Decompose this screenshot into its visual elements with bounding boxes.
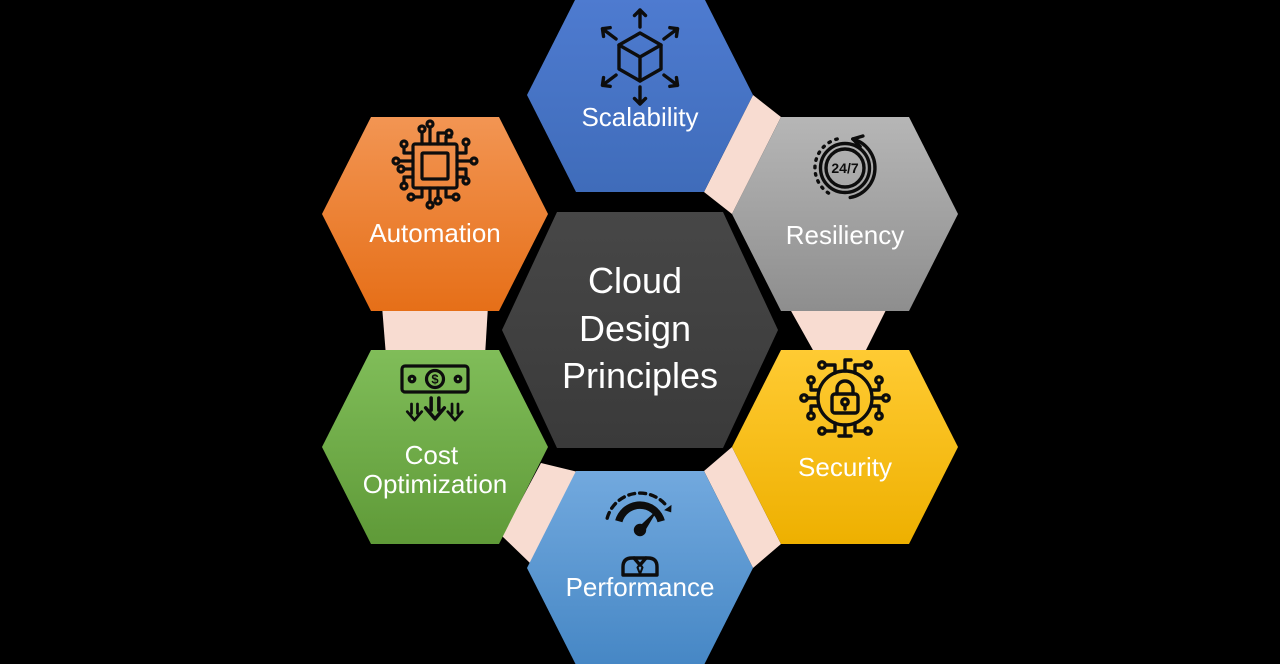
scale-out-cube-icon xyxy=(597,8,683,106)
hexagon-center: Cloud Design Principles xyxy=(502,212,778,448)
dollar-sign: $ xyxy=(431,372,439,387)
connector-scalability-resiliency xyxy=(704,95,781,214)
hexagon-shape xyxy=(322,350,548,544)
24-7-availability-icon: 24/7 xyxy=(813,134,877,200)
automation-label: Automation xyxy=(369,218,501,248)
center-title: Cloud Design Principles xyxy=(562,260,718,396)
hexagon-cost-optimization: $ Cost Optimization xyxy=(322,350,548,544)
resiliency-label: Resiliency xyxy=(786,220,905,250)
hexagon-shape xyxy=(322,117,548,311)
connector-automation-cost xyxy=(382,306,488,356)
center-line-3: Principles xyxy=(562,355,718,396)
center-line-2: Design xyxy=(579,308,691,349)
hexagon-shape xyxy=(732,350,958,544)
hexagon-performance: Performance xyxy=(527,471,753,664)
hexagon-security: Security xyxy=(732,350,958,544)
connector-cost-performance xyxy=(502,463,578,564)
speed-gauge-person-icon xyxy=(605,491,672,577)
hexagon-shape xyxy=(732,117,958,311)
hexagon-resiliency: 24/7 Resiliency xyxy=(732,117,958,311)
scalability-label: Scalability xyxy=(581,102,698,132)
hexagon-shape xyxy=(502,212,778,448)
hexagon-automation: Automation xyxy=(322,117,548,311)
hexagon-scalability: Scalability xyxy=(527,0,753,192)
security-label: Security xyxy=(798,452,892,482)
center-line-1: Cloud xyxy=(588,260,682,301)
chip-circuit-icon xyxy=(391,119,479,210)
hexagon-shape xyxy=(527,471,753,664)
cost-line-2: Optimization xyxy=(363,469,508,499)
cost-optimization-label: Cost Optimization xyxy=(363,440,508,499)
24-7-text: 24/7 xyxy=(831,160,858,176)
performance-label: Performance xyxy=(566,572,715,602)
connector-security-performance xyxy=(704,447,781,568)
lock-circuit-icon xyxy=(799,358,891,438)
cost-line-1: Cost xyxy=(405,440,459,470)
money-savings-icon: $ xyxy=(400,364,470,422)
